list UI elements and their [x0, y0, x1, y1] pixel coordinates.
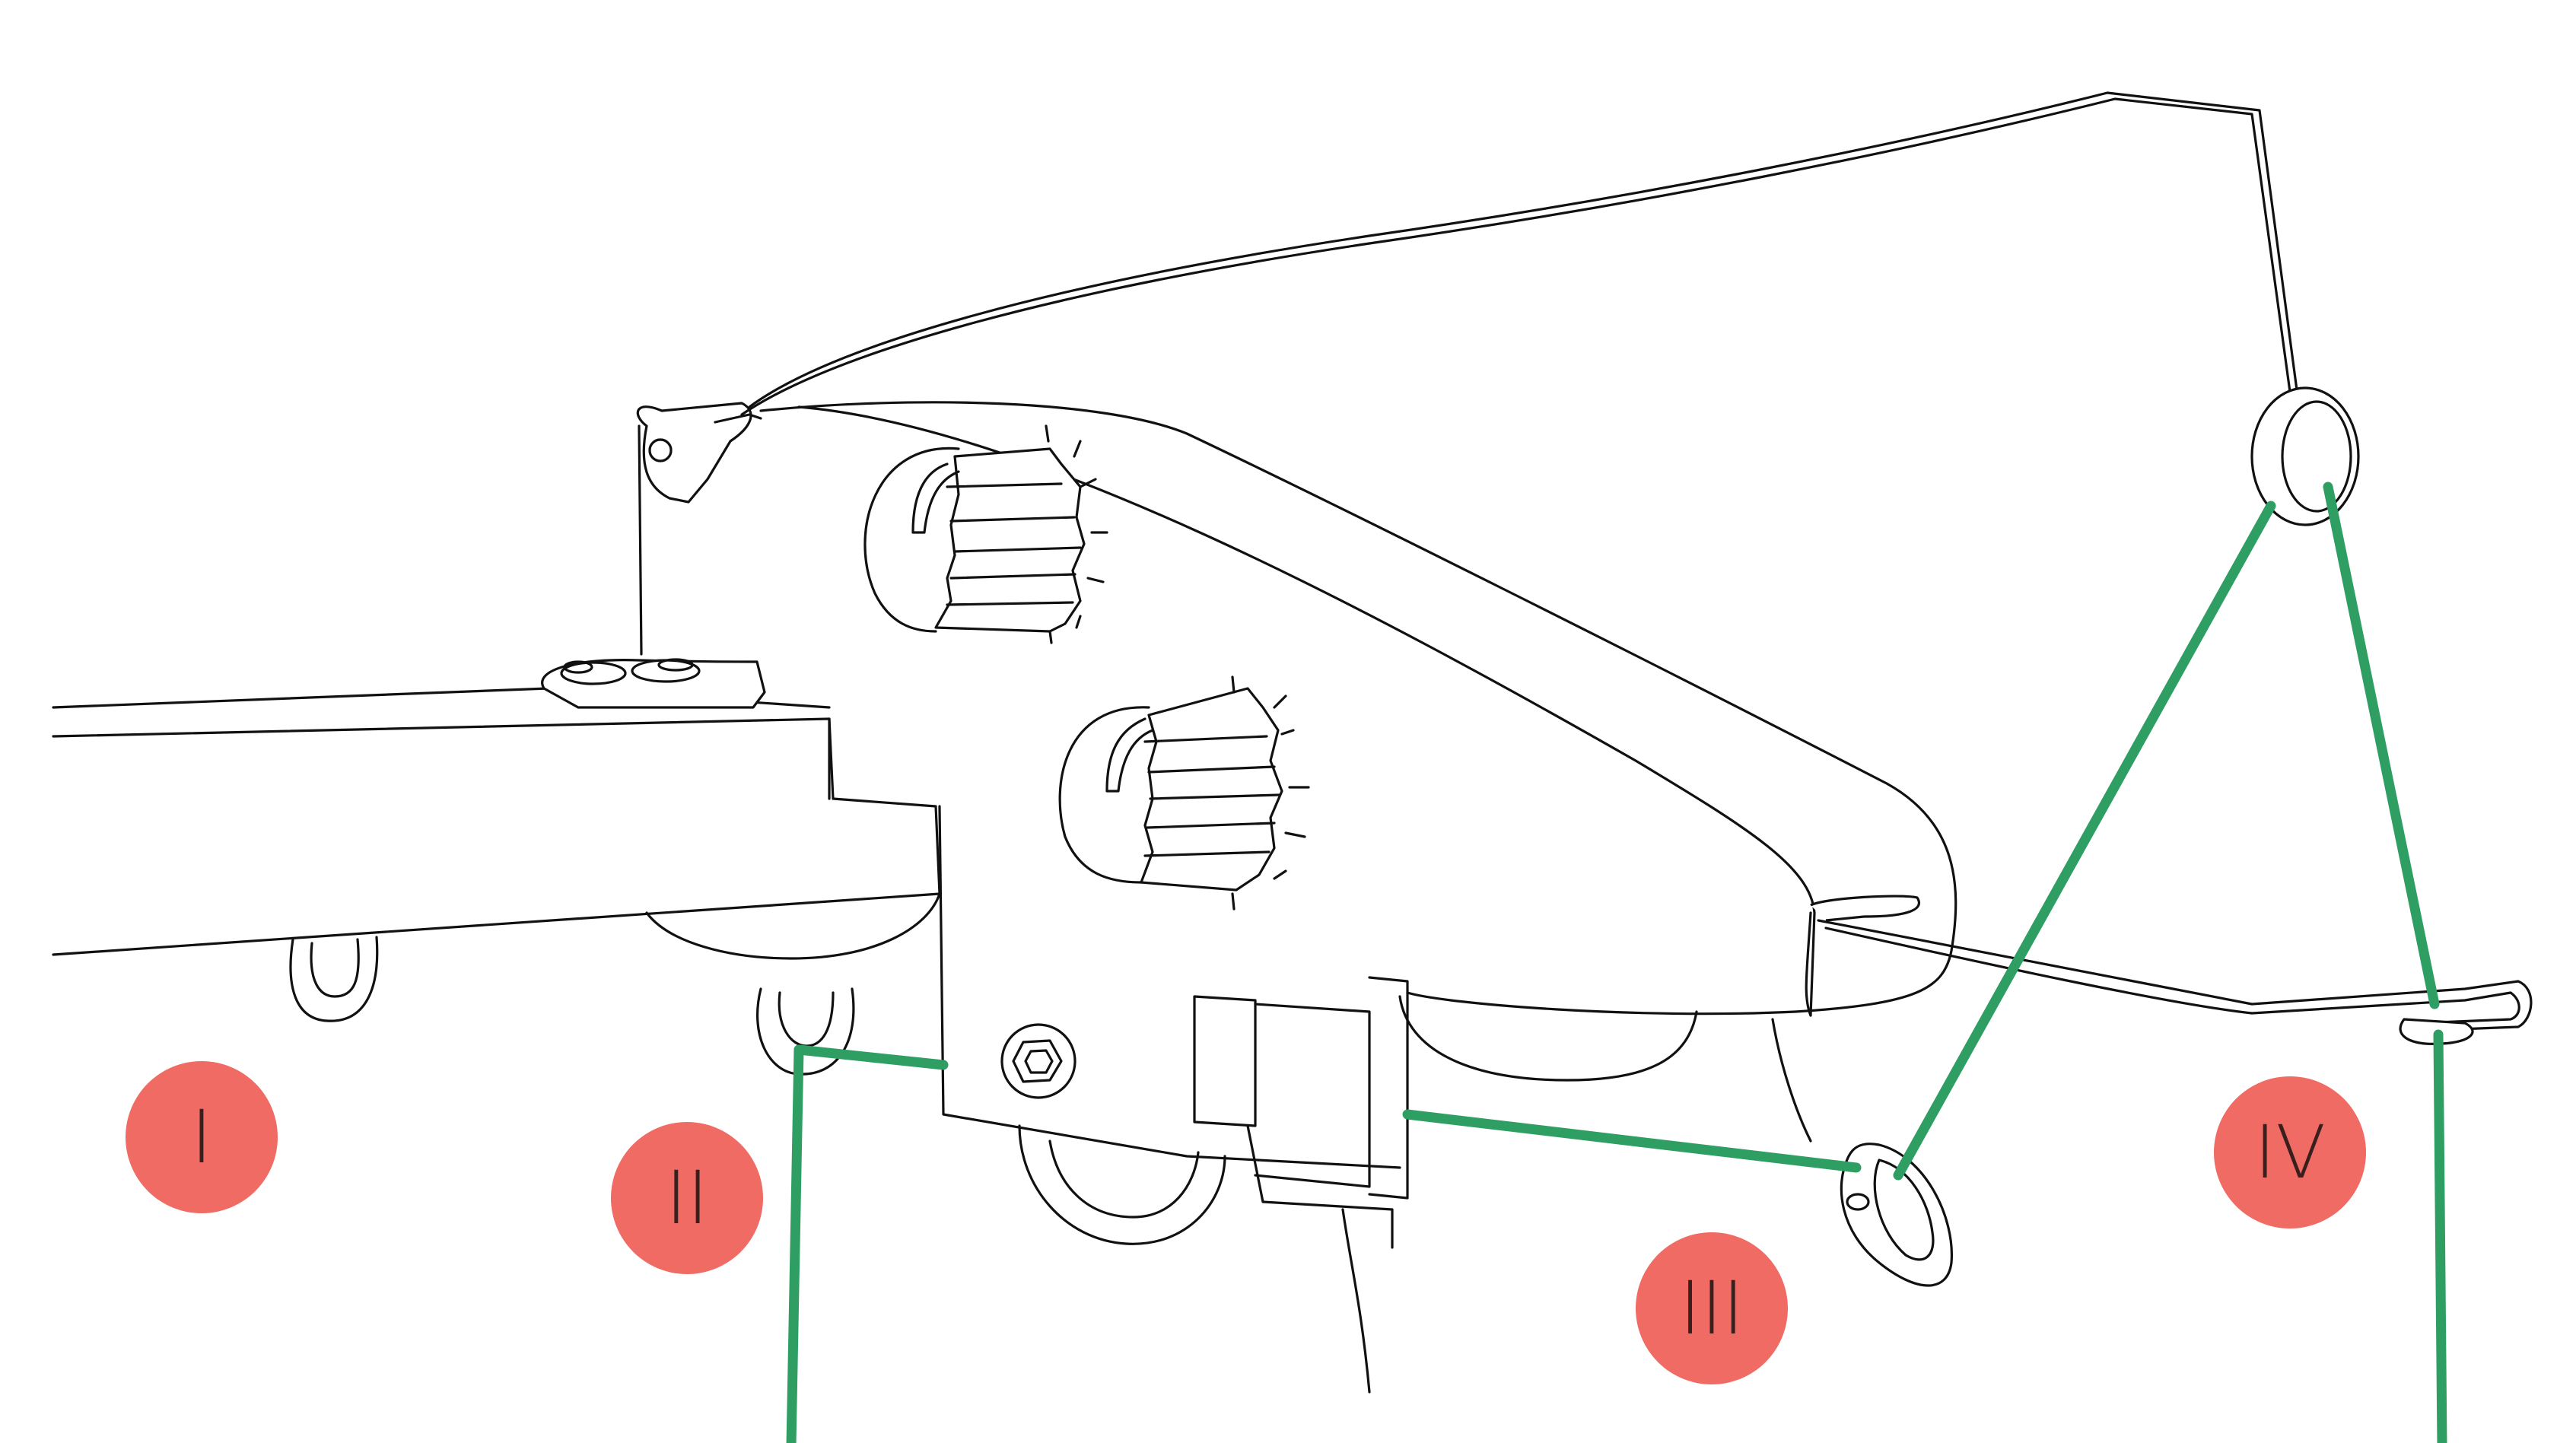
thread-segment-exit [2433, 1029, 2447, 1443]
thread-segment-to-ring [1893, 501, 2276, 1181]
thread-segment-under-housing [1402, 1109, 1862, 1173]
upper-tension-knob [863, 424, 1108, 644]
marker-IV: IV [2214, 1076, 2366, 1228]
tension-spring-wire [1810, 895, 2533, 1045]
tension-housing [638, 401, 1957, 1169]
lower-mechanism [645, 892, 1698, 1394]
front-guide-loop [1771, 1018, 1954, 1287]
marker-III: III [1636, 1232, 1788, 1384]
thread-segment-guide-two [793, 1044, 949, 1070]
arm-screw-heads [541, 658, 766, 709]
marker-I-label: I [191, 1095, 212, 1180]
horizontal-arm [52, 687, 941, 1022]
marker-III-label: III [1680, 1266, 1744, 1351]
screw-icon [648, 438, 673, 462]
thread-path [786, 482, 2447, 1443]
wire-arm [714, 91, 2299, 424]
marker-II: II [611, 1122, 763, 1274]
marker-IV-label: IV [2254, 1110, 2326, 1195]
thread-segment-entry [786, 1044, 804, 1443]
lower-tension-knob [1058, 675, 1310, 911]
marker-I: I [126, 1061, 278, 1213]
marker-II-label: II [666, 1155, 709, 1241]
thread-segment-ring-down [2323, 482, 2440, 1009]
thread-guide-loop [756, 987, 855, 1076]
hex-bolt-icon [1000, 1023, 1077, 1099]
